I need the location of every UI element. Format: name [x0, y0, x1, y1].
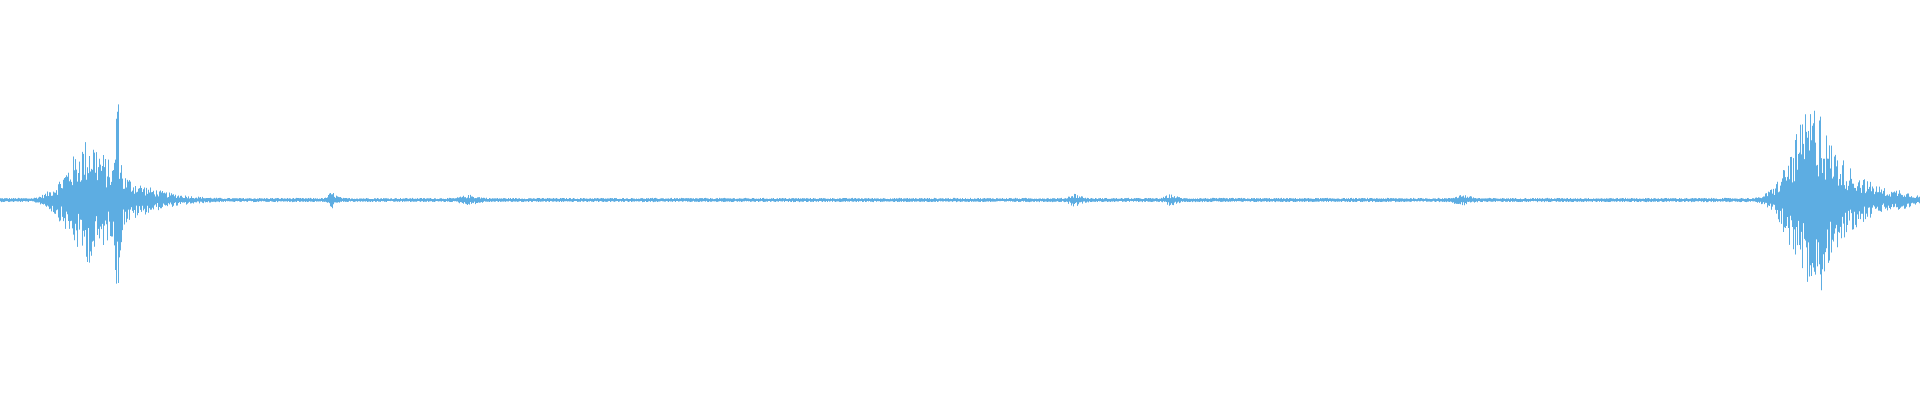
- waveform-samples: [0, 104, 1920, 291]
